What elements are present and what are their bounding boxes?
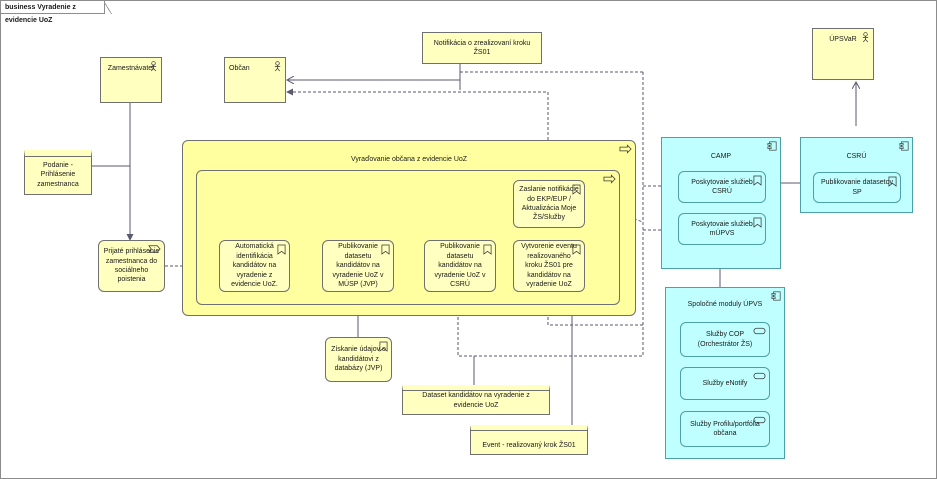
prijate-label: Prijaté prihlásenie zamestnanca do sociá…: [103, 248, 160, 284]
ziskanie-label: Získanie údajov o kandidátovi z databázy…: [331, 346, 386, 373]
csru-label: CSRÚ: [846, 153, 867, 160]
poskytovanie-csru-service: Poskytovaie služieb CSRÚ: [678, 171, 766, 203]
zaslanie-label: Zaslanie notifikácie do EKP/EUP / Aktual…: [519, 186, 579, 222]
service-icon: [483, 244, 492, 255]
service-icon: [572, 184, 581, 195]
spolocne-label: Spoločné moduly ÚPVS: [687, 301, 763, 308]
zamestnavatel-actor: Zamestnávateľ: [100, 57, 162, 103]
upsvar-label: ÚPSVaR: [829, 36, 857, 43]
event-object: Event - realizovaný krok ŽS01: [470, 425, 588, 455]
publikovanie-csru-process: Publikovanie datasetu kandidátov na vyra…: [424, 240, 496, 292]
zamestnavatel-label: Zamestnávateľ: [107, 65, 155, 72]
actor-icon: [150, 61, 157, 72]
automaticka-process: Automatická identifikácia kandidátov na …: [219, 240, 290, 292]
service-icon: [753, 372, 766, 380]
poskytovanie-mupvs-service: Poskytovaie služieb mÚPVS: [678, 213, 766, 245]
component-icon: [899, 141, 909, 151]
diagram-title: business Vyradenie z evidencie UoZ: [1, 1, 112, 24]
poskytovanie-mupvs-label: Poskytovaie služieb mÚPVS: [691, 220, 753, 237]
component-icon: [771, 291, 781, 301]
ziskanie-process: Získanie údajov o kandidátovi z databázy…: [325, 337, 392, 382]
process-icon: [603, 174, 616, 184]
enotify-label: Služby eNotify: [702, 379, 748, 387]
prijate-event: Prijaté prihlásenie zamestnanca do sociá…: [98, 240, 165, 292]
profil-label: Služby Profilu/portfólia občana: [690, 420, 760, 437]
dataset-object: Dataset kandidátov na vyradenie z eviden…: [402, 385, 550, 415]
service-icon: [381, 244, 390, 255]
podanie-label: Podanie - Prihlásenie zamestnanca: [37, 161, 79, 188]
notifikacia-event-object: Notifikácia o zrealizovaní kroku ŽS01: [422, 32, 542, 64]
obcan-actor: Občan: [224, 57, 286, 103]
publikovanie-musp-label: Publikovanie datasetu kandidátov na vyra…: [332, 243, 384, 289]
actor-icon: [862, 32, 869, 43]
enotify-service: Služby eNotify: [680, 367, 770, 400]
service-icon: [753, 217, 762, 228]
publikovanie-sp-label: Publikovanie datasetov SP: [821, 179, 893, 196]
vytvorenie-process: Vytvorenie eventu realizovaného kroku ŽS…: [513, 240, 585, 292]
upsvar-actor: ÚPSVaR: [812, 28, 874, 80]
service-icon: [753, 416, 766, 424]
service-icon: [572, 244, 581, 255]
camp-label: CAMP: [710, 153, 732, 160]
poskytovanie-csru-label: Poskytovaie služieb CSRÚ: [691, 178, 753, 195]
service-icon: [888, 176, 897, 187]
dataset-label: Dataset kandidátov na vyradenie z eviden…: [422, 392, 530, 409]
automaticka-label: Automatická identifikácia kandidátov na …: [231, 243, 278, 289]
podanie-object: Podanie - Prihlásenie zamestnanca: [24, 150, 92, 195]
service-icon: [753, 327, 766, 335]
actor-icon: [274, 61, 281, 72]
cop-label: Služby COP (Orchestrátor ŽS): [697, 331, 753, 348]
process-icon: [619, 144, 632, 154]
vyradovanie-label: Vyraďovanie občana z evidencie UoZ: [350, 156, 468, 163]
obcan-label: Občan: [229, 65, 250, 72]
zaslanie-process: Zaslanie notifikácie do EKP/EUP / Aktual…: [513, 180, 585, 228]
publikovanie-musp-process: Publikovanie datasetu kandidátov na vyra…: [322, 240, 394, 292]
event-icon: [148, 245, 161, 253]
notifikacia-label: Notifikácia o zrealizovaní kroku ŽS01: [433, 39, 531, 56]
profil-service: Služby Profilu/portfólia občana: [680, 411, 770, 447]
cop-service: Služby COP (Orchestrátor ŽS): [680, 322, 770, 357]
camp-component: CAMP: [661, 137, 781, 269]
component-icon: [767, 141, 777, 151]
event-label: Event - realizovaný krok ŽS01: [482, 441, 576, 449]
service-icon: [277, 244, 286, 255]
service-icon: [379, 341, 388, 352]
vytvorenie-label: Vytvorenie eventu realizovaného kroku ŽS…: [521, 243, 577, 289]
publikovanie-csru-label: Publikovanie datasetu kandidátov na vyra…: [434, 243, 486, 289]
service-icon: [753, 175, 762, 186]
publikovanie-sp-service: Publikovanie datasetov SP: [813, 172, 901, 203]
